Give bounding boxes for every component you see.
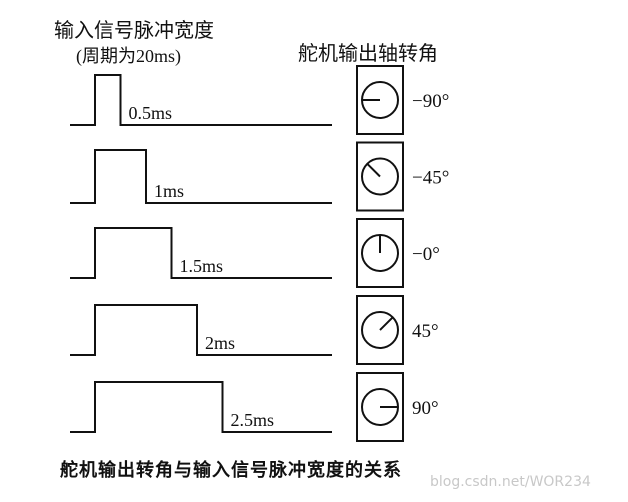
servo-housing-1: [356, 65, 404, 135]
figure-caption: 舵机输出转角与输入信号脉冲宽度的关系: [60, 460, 402, 481]
pulse-width-label-2: 1ms: [154, 181, 184, 201]
pulse-waveform-3: [70, 227, 332, 279]
pulse-width-title: 输入信号脉冲宽度: [54, 18, 214, 42]
servo-dial-2: [361, 157, 399, 196]
angle-label-2: −45°: [412, 168, 449, 189]
servo-dial-4: [361, 311, 399, 349]
servo-shaft-pointer-4: [379, 316, 394, 331]
servo-housing-4: [356, 295, 404, 365]
servo-housing-3: [356, 218, 404, 288]
pulse-width-label-3: 1.5ms: [180, 256, 224, 276]
pulse-width-label-5: 2.5ms: [231, 410, 275, 430]
pulse-waveform-1: [70, 74, 332, 126]
pulse-waveform-2: [70, 149, 332, 204]
pulse-period-subtitle: (周期为20ms): [76, 46, 181, 66]
servo-housing-5: [356, 372, 404, 442]
angle-label-1: −90°: [412, 91, 449, 112]
angle-label-3: −0°: [412, 244, 440, 265]
angle-title: 舵机输出轴转角: [298, 41, 438, 65]
pulse-waveform-5: [70, 381, 332, 433]
servo-shaft-pointer-2: [366, 163, 381, 178]
pulse-width-label-4: 2ms: [205, 333, 235, 353]
angle-label-4: 45°: [412, 321, 439, 342]
angle-label-5: 90°: [412, 398, 439, 419]
servo-housing-2: [356, 141, 404, 212]
pulse-waveform-4: [70, 304, 332, 356]
watermark: blog.csdn.net/WOR234: [430, 474, 591, 490]
pulse-width-label-1: 0.5ms: [129, 103, 173, 123]
